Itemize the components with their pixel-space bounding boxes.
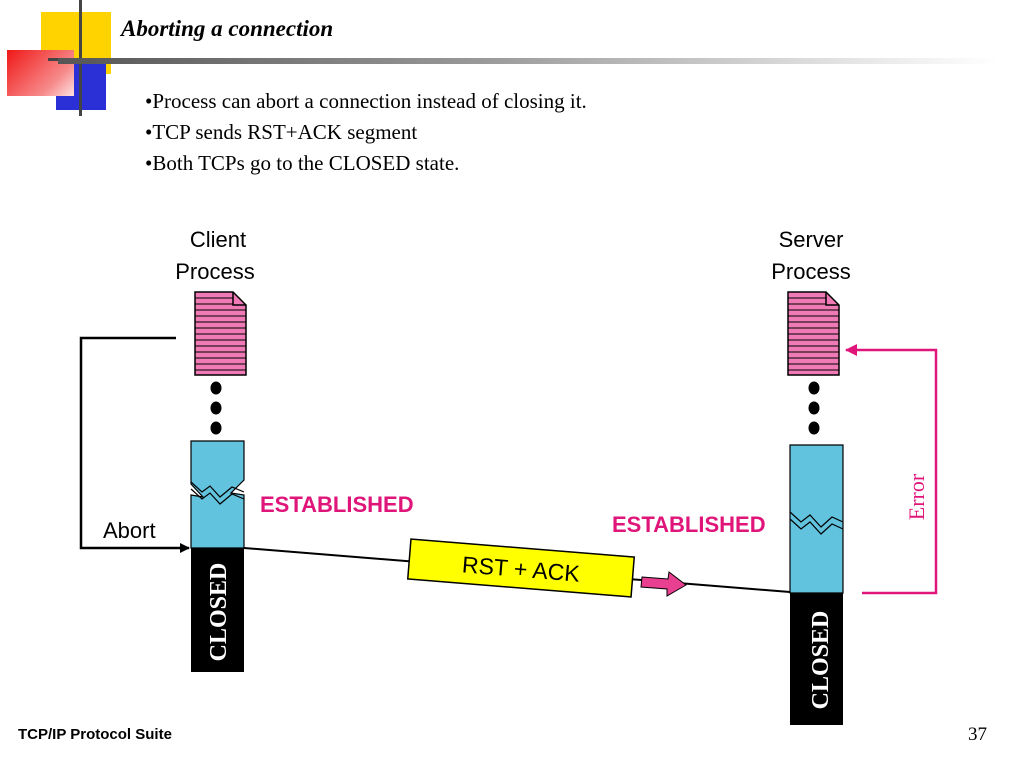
bullet-item: •Process can abort a connection instead … xyxy=(145,89,587,113)
page-number: 37 xyxy=(968,724,987,745)
client-document-icon xyxy=(194,291,247,376)
server-label-line1: Server xyxy=(779,227,844,252)
client-label-line2: Process xyxy=(175,259,254,284)
client-connection-box xyxy=(190,440,245,549)
slide-title: Aborting a connection xyxy=(121,16,334,41)
client-closed-box xyxy=(191,548,244,672)
bullet-list: •Process can abort a connection instead … xyxy=(145,86,587,179)
client-label-line1: Client xyxy=(190,227,246,252)
client-state-label: ESTABLISHED xyxy=(260,492,414,517)
error-label: Error xyxy=(904,473,929,520)
server-closed-box xyxy=(790,593,843,725)
server-state-label: ESTABLISHED xyxy=(612,512,766,537)
client-ellipsis-dots xyxy=(210,381,222,435)
error-arrow xyxy=(845,344,938,595)
bullet-item: •Both TCPs go to the CLOSED state. xyxy=(145,151,460,175)
segment-direction-arrow xyxy=(640,571,687,597)
server-label-line2: Process xyxy=(771,259,850,284)
server-connection-box xyxy=(789,444,844,594)
server-ellipsis-dots xyxy=(808,381,820,435)
rst-ack-segment: RST + ACK xyxy=(406,538,636,598)
bullet-item: •TCP sends RST+ACK segment xyxy=(145,120,418,144)
footer-title: TCP/IP Protocol Suite xyxy=(18,726,172,743)
abort-arrow xyxy=(79,336,190,553)
client-closed-label: CLOSED xyxy=(206,563,232,662)
title-rule xyxy=(58,58,998,64)
server-document-icon xyxy=(787,291,840,376)
deco-red-square xyxy=(7,50,74,96)
server-closed-label: CLOSED xyxy=(808,611,834,710)
abort-label: Abort xyxy=(103,518,156,543)
